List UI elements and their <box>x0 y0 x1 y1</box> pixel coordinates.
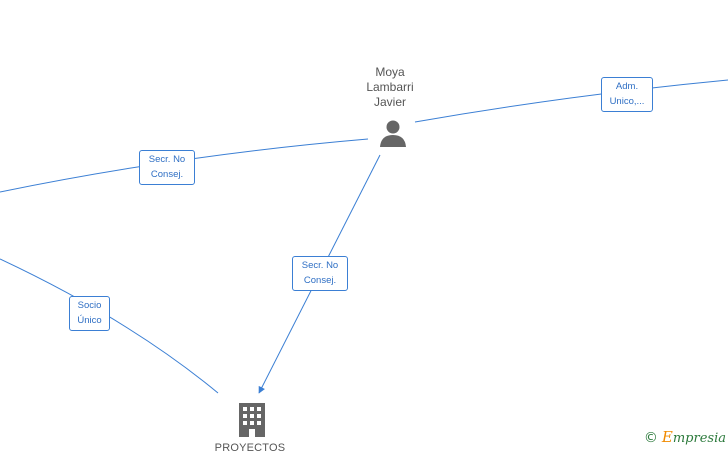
edge-label-socio-line-1: Socio <box>77 300 102 311</box>
edge-label-adm-line-2: Unico,... <box>609 96 645 107</box>
brand-watermark: ©Empresia <box>644 428 726 446</box>
edge-label-secr-left[interactable]: Secr. No Consej. <box>139 150 195 185</box>
edge-label-socio[interactable]: Socio Único <box>69 296 110 331</box>
edge-label-secr-center-line-1: Secr. No <box>301 260 339 271</box>
building-icon[interactable] <box>238 403 266 442</box>
person-name[interactable]: Moya Lambarri Javier <box>350 65 430 110</box>
edge-label-socio-line-2: Único <box>77 315 102 326</box>
person-name-line-1: Moya <box>375 65 405 79</box>
person-name-line-3: Javier <box>373 95 406 109</box>
edge-line-socio <box>0 258 219 394</box>
company-name[interactable]: PROYECTOS <box>214 442 286 454</box>
person-icon[interactable] <box>378 118 408 153</box>
brand-name: mpresia <box>672 431 726 446</box>
person-name-line-2: Lambarri <box>366 80 414 94</box>
edge-label-secr-left-line-1: Secr. No <box>148 154 186 165</box>
edge-label-adm-line-1: Adm. <box>615 81 639 92</box>
edge-line-adm <box>414 79 728 123</box>
edge-label-adm[interactable]: Adm. Unico,... <box>601 77 653 112</box>
edge-label-secr-center[interactable]: Secr. No Consej. <box>292 256 348 291</box>
brand-initial: E <box>661 428 673 446</box>
edge-label-secr-center-line-2: Consej. <box>303 275 337 286</box>
copyright-icon: © <box>643 430 658 446</box>
edge-label-secr-left-line-2: Consej. <box>150 169 184 180</box>
